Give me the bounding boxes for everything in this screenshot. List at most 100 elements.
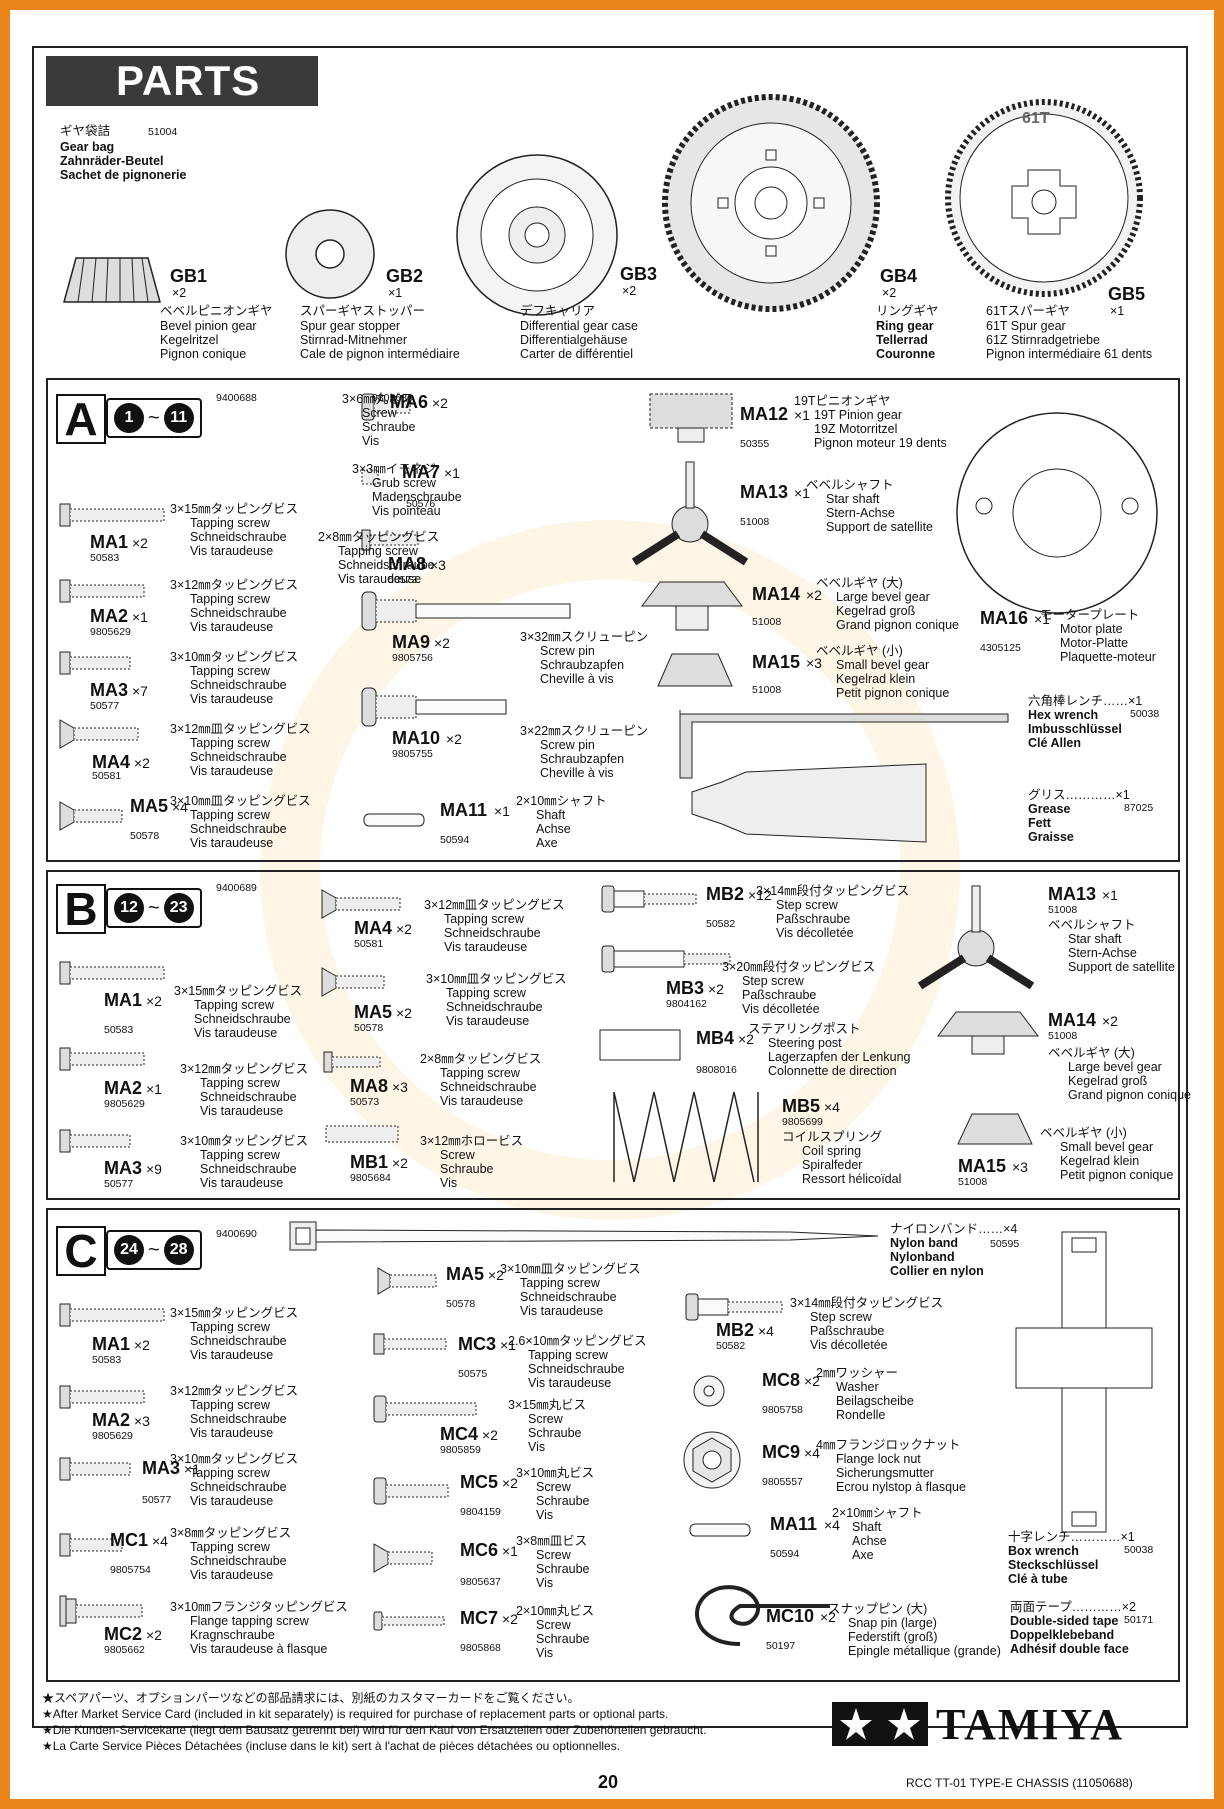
section-c-mc4-part-number: 9805859 — [440, 1444, 481, 1456]
section-b-mb4-fr: Colonnette de direction — [768, 1064, 897, 1078]
section-c-mc1-code: MC1 — [110, 1530, 149, 1550]
section-c-ma3-jp: 3×10㎜タッピングビス — [170, 1452, 299, 1466]
gear-gb4-jp: リングギヤ — [876, 304, 939, 318]
snap-pin-icon — [695, 1585, 830, 1646]
machine-screw-15-icon — [373, 1395, 477, 1423]
section-a-ma3-jp: 3×10㎜タッピングビス — [170, 650, 299, 664]
tamiya-star-icon — [832, 1702, 928, 1746]
motor-plate-icon — [956, 412, 1158, 614]
section-a-ma16-part-number: 4305125 — [980, 642, 1021, 654]
section-c-ma11-en: Shaft — [852, 1520, 882, 1534]
section-b-ma14-de: Kegelrad groß — [1068, 1074, 1148, 1088]
machine-screw-10-icon — [373, 1477, 449, 1505]
nylon-band-icon — [289, 1221, 879, 1251]
tapping-screw-10-icon — [59, 1457, 131, 1481]
section-b-mb4-de: Lagerzapfen der Lenkung — [768, 1050, 911, 1064]
section-c-ma11-code: MA11 — [770, 1514, 818, 1534]
section-a-ma5-jp: 3×10㎜皿タッピングビス — [170, 794, 311, 808]
section-c-ma2-part-number: 9805629 — [92, 1430, 133, 1442]
section-c-mc3-en: Tapping screw — [528, 1348, 608, 1362]
section-b-ma2-code: MA2 — [104, 1078, 143, 1098]
section-b-ma5-code: MA5 — [354, 1002, 393, 1022]
section-c-ma11-fr: Axe — [852, 1548, 874, 1562]
section-b-step-to: 23 — [163, 893, 194, 923]
section-c-steps: 24~28 — [106, 1230, 202, 1270]
gear-gb5-jp: 61Tスパーギヤ — [986, 304, 1071, 318]
section-a-ma7-code: MA7 — [402, 462, 441, 482]
section-a-ma16-qty: ×1 — [1034, 611, 1050, 627]
section-a-ma16-de: Motor-Platte — [1060, 636, 1129, 650]
nylon-band-jp: ナイロンバンド……×4 — [890, 1222, 1018, 1236]
section-c-mc1-en: Tapping screw — [190, 1540, 270, 1554]
section-a-ma8-jp: 2×8㎜タッピングビス — [318, 530, 440, 544]
step-screw-20-icon — [601, 945, 731, 973]
section-c-ma2-code: MA2 — [92, 1410, 131, 1430]
section-b-ma4-fr: Vis taraudeuse — [444, 940, 528, 954]
box-wrench-label-part-number: 50038 — [1124, 1544, 1154, 1556]
section-b-ma3-jp: 3×10㎜タッピングビス — [180, 1134, 309, 1148]
section-a-ma4-jp: 3×12㎜皿タッピングビス — [170, 722, 311, 736]
screw-pin-32-icon — [361, 591, 571, 631]
tapping-screw-10-icon — [59, 651, 131, 675]
section-a-ma12-de: 19Z Motorritzel — [814, 422, 898, 436]
section-b-ma15-fr: Petit pignon conique — [1060, 1168, 1174, 1182]
section-a-letter: A — [56, 394, 106, 444]
section-b-mb4-qty: ×2 — [738, 1031, 754, 1047]
countersunk-screw-12-icon — [59, 719, 139, 749]
section-a-ma3-part-number: 50577 — [90, 700, 120, 712]
gear-gb3-jp: デフキャリア — [520, 304, 596, 318]
section-b-ma1-jp: 3×15㎜タッピングビス — [174, 984, 303, 998]
machine-screw-6-icon — [361, 393, 411, 421]
section-c-mc2-jp: 3×10㎜フランジタッピングビス — [170, 1600, 348, 1614]
section-c-mc7-part-number: 9805868 — [460, 1642, 501, 1654]
double-sided-tape-jp: 両面テープ…………×2 — [1010, 1600, 1137, 1614]
washer-icon — [693, 1375, 725, 1407]
section-c-mc4-de: Schraube — [528, 1426, 582, 1440]
section-b-ma15-part-number: 51008 — [958, 1176, 988, 1188]
section-a-ma3-code: MA3 — [90, 680, 129, 700]
gear-gb5-id: GB5 — [1108, 284, 1146, 304]
section-b-mb2-en: Step screw — [776, 898, 838, 912]
section-c-mc5-code: MC5 — [460, 1472, 499, 1492]
section-b-mb4-en: Steering post — [768, 1036, 842, 1050]
section-b-mb2-code: MB2 — [706, 884, 745, 904]
section-a-ma1-jp: 3×15㎜タッピングビス — [170, 502, 299, 516]
section-c-mc5-fr: Vis — [536, 1508, 554, 1522]
section-c-ma1-code: MA1 — [92, 1334, 131, 1354]
small-bevel-gear-icon — [657, 653, 733, 687]
section-b-mb4-part-number: 9808016 — [696, 1064, 737, 1076]
section-b-ma14-jp: ベベルギヤ (大) — [1048, 1046, 1135, 1060]
section-b-ma5-part-number: 50578 — [354, 1022, 384, 1034]
section-c-mc8-de: Beilagscheibe — [836, 1394, 914, 1408]
section-c-mc6-jp: 3×8㎜皿ビス — [516, 1534, 588, 1548]
section-c-mb2-code: MB2 — [716, 1320, 755, 1340]
section-a-ma6-qty: ×2 — [432, 395, 448, 411]
section-c-mc8-qty: ×2 — [804, 1373, 820, 1389]
section-c-mc2-code: MC2 — [104, 1624, 143, 1644]
section-b-step-from: 12 — [114, 893, 144, 923]
section-b-mb2-qty: ×12 — [748, 887, 772, 903]
section-b-ma8-de: Schneidschraube — [440, 1080, 537, 1094]
tapping-screw-15-icon — [59, 1303, 165, 1327]
section-c-ma3-qty: ×1 — [184, 1461, 200, 1477]
section-b-ma4-en: Tapping screw — [444, 912, 524, 926]
section-b-ma2-part-number: 9805629 — [104, 1098, 145, 1110]
section-a-ma9-qty: ×2 — [434, 635, 450, 651]
section-c-mc9-fr: Ecrou nylstop à flasque — [836, 1480, 966, 1494]
section-c-mc10-de: Federstift (groß) — [848, 1630, 938, 1644]
section-c-mc1-fr: Vis taraudeuse — [190, 1568, 274, 1582]
gear-gb2-de: Stirnrad-Mitnehmer — [300, 333, 407, 347]
step-screw-14-icon — [601, 885, 697, 913]
section-c-mc7-code: MC7 — [460, 1608, 499, 1628]
section-c-mc3-jp: 2.6×10㎜タッピングビス — [508, 1334, 647, 1348]
section-c-ma11-jp: 2×10㎜シャフト — [832, 1506, 923, 1520]
page-number: 20 — [598, 1772, 619, 1792]
section-a-ma16-fr: Plaquette-moteur — [1060, 650, 1156, 664]
tamiya-logo: TAMIYA — [832, 1700, 1188, 1749]
section-a-ma1-en: Tapping screw — [190, 516, 270, 530]
section-b-mb3-qty: ×2 — [708, 981, 724, 997]
section-b-ma4-code: MA4 — [354, 918, 393, 938]
hollow-screw-icon — [325, 1125, 399, 1143]
section-a-ma10-part-number: 9805755 — [392, 748, 433, 760]
section-a-ma15-jp: ベベルギヤ (小) — [816, 644, 903, 658]
